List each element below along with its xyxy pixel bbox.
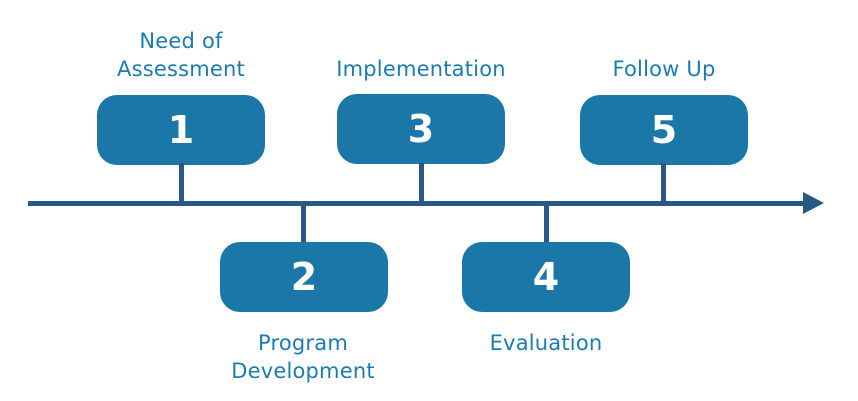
step-3-label: Implementation xyxy=(326,17,516,83)
step-3-label-line-1: Implementation xyxy=(336,57,506,81)
step-1-label-line-2: Assessment xyxy=(117,57,245,81)
step-4-connector xyxy=(544,203,549,244)
step-1-number: 1 xyxy=(167,108,195,152)
timeline-axis-line xyxy=(28,201,808,206)
step-5-label-line-1: Follow Up xyxy=(612,57,716,81)
step-4-box: 4 xyxy=(462,242,630,312)
step-4-number: 4 xyxy=(532,255,560,299)
step-2-box: 2 xyxy=(220,242,388,312)
step-1-box: 1 xyxy=(97,95,265,165)
step-3-box: 3 xyxy=(337,94,505,164)
step-1-connector xyxy=(179,163,184,205)
step-4-label-line-1: Evaluation xyxy=(489,331,603,355)
step-1-label: Need of Assessment xyxy=(86,17,276,83)
step-2-label-line-1: Program xyxy=(257,331,348,355)
step-5-connector xyxy=(661,163,666,205)
step-2-label-line-2: Development xyxy=(231,359,375,383)
step-5-number: 5 xyxy=(650,108,678,152)
step-2-connector xyxy=(301,203,306,244)
step-5-label: Follow Up xyxy=(569,17,759,83)
step-5-box: 5 xyxy=(580,95,748,165)
step-1-label-line-1: Need of xyxy=(139,29,223,53)
step-2-number: 2 xyxy=(290,255,318,299)
step-4-label: Evaluation xyxy=(451,329,641,395)
step-2-label: Program Development xyxy=(208,329,398,395)
arrow-right-icon xyxy=(803,192,824,214)
step-3-number: 3 xyxy=(407,107,435,151)
step-3-connector xyxy=(419,163,424,205)
